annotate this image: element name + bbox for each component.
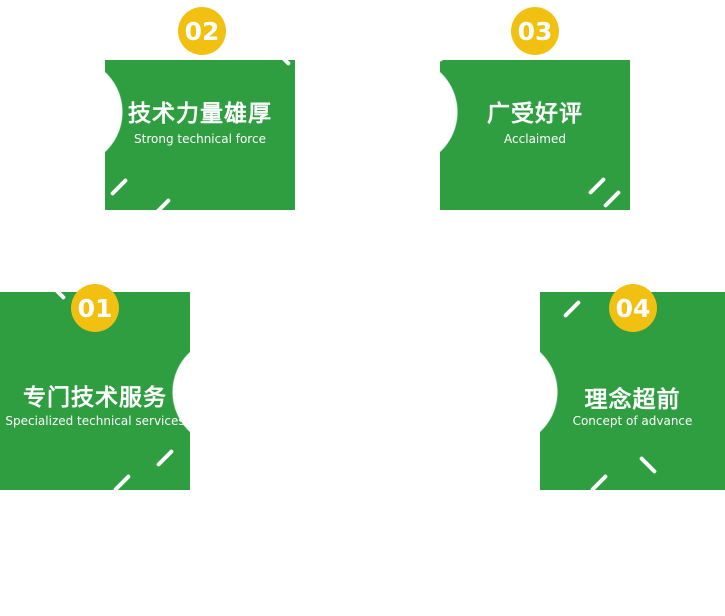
number-badge: 03 [511, 7, 559, 55]
sparkle-tick-icon [589, 473, 609, 493]
badge-number: 04 [615, 293, 651, 323]
card-title: 专门技术服务 [23, 385, 167, 411]
card-title: 技术力量雄厚 [128, 101, 272, 127]
card-subtitle: Concept of advance [572, 414, 693, 428]
sparkle-tick-icon [109, 177, 129, 197]
feature-card-01: 专门技术服务 Specialized technical services 01 [0, 281, 190, 493]
number-badge: 01 [71, 284, 119, 332]
sparkle-tick-icon [602, 189, 622, 209]
card-subtitle: Acclaimed [504, 132, 566, 146]
badge-number: 02 [184, 16, 220, 46]
sparkle-tick-icon [152, 197, 172, 217]
card-panel: 技术力量雄厚 Strong technical force [105, 47, 295, 217]
card-subtitle: Strong technical force [134, 132, 266, 146]
badge-number: 03 [517, 16, 553, 46]
badge-number: 01 [77, 293, 113, 323]
number-badge: 04 [609, 284, 657, 332]
sparkle-tick-icon [112, 473, 132, 493]
sparkle-tick-icon [587, 176, 607, 196]
feature-card-03: 广受好评 Acclaimed 03 [437, 7, 630, 210]
sparkle-tick-icon [562, 299, 582, 319]
number-badge: 02 [178, 7, 226, 55]
feature-card-04: 理念超前 Concept of advance 04 [540, 284, 725, 493]
sparkle-tick-icon [272, 47, 292, 67]
card-title: 理念超前 [584, 387, 681, 413]
card-subtitle: Specialized technical services [5, 414, 185, 428]
sparkle-tick-icon [47, 281, 67, 301]
feature-card-02: 技术力量雄厚 Strong technical force 02 [105, 7, 295, 217]
sparkle-tick-icon [638, 455, 658, 475]
sparkle-tick-icon [155, 448, 175, 468]
sparkle-tick-icon [437, 43, 457, 63]
card-panel: 广受好评 Acclaimed [437, 43, 630, 210]
card-title: 广受好评 [487, 101, 583, 127]
